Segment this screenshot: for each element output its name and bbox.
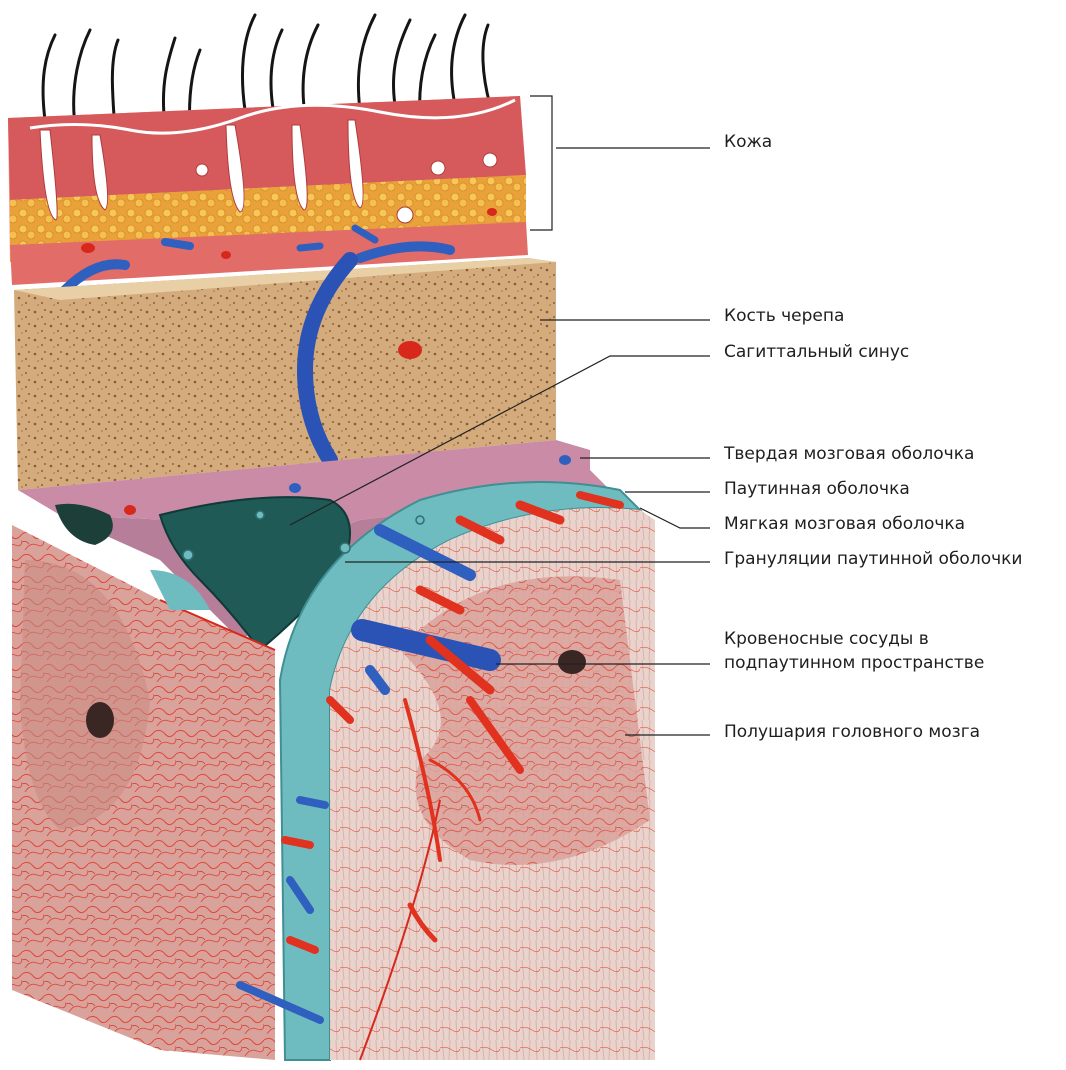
label-cerebral-hemispheres: Полушария головного мозга [724,721,980,744]
label-arachnoid-granulations: Грануляции паутинной оболочки [724,548,1022,571]
label-skull-bone: Кость черепа [724,305,844,328]
label-arachnoid: Паутинная оболочка [724,478,910,501]
label-sagittal-sinus: Сагиттальный синус [724,341,909,364]
label-pia-mater: Мягкая мозговая оболочка [724,513,965,536]
label-dura-mater: Твердая мозговая оболочка [724,443,974,466]
label-skin: Кожа [724,131,772,154]
skin-layer [8,96,528,290]
label-subarachnoid-vessels: Кровеносные сосуды в подпаутинном простр… [724,627,984,675]
